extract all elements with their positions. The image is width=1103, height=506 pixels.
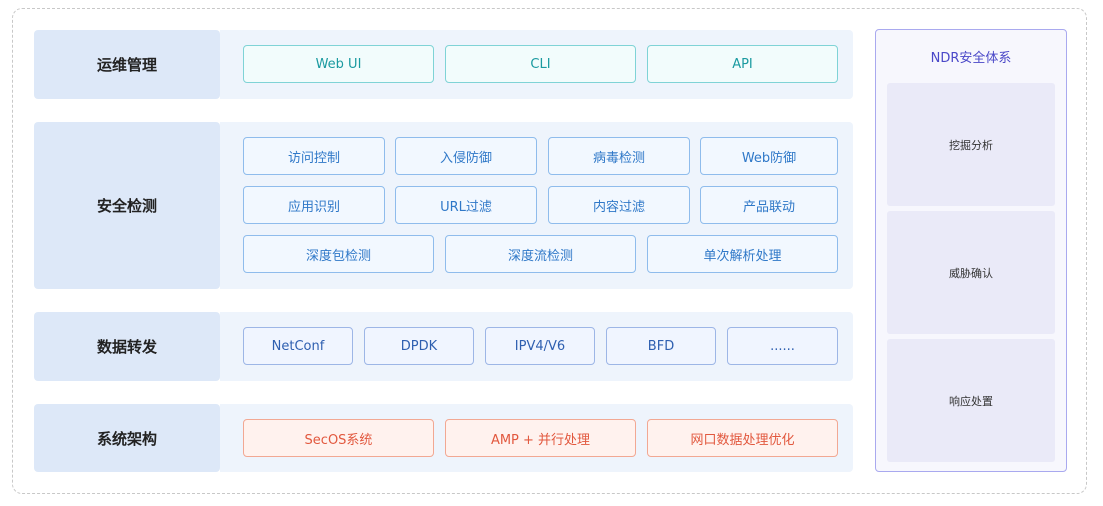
security-item: 产品联动: [700, 186, 838, 224]
layer-label-data: 数据转发: [34, 312, 220, 381]
ndr-panel: NDR安全体系 挖掘分析 威胁确认 响应处置: [875, 29, 1067, 472]
ndr-title: NDR安全体系: [930, 51, 1012, 66]
security-item: URL过滤: [395, 186, 537, 224]
system-item: AMP + 并行处理: [445, 419, 636, 457]
system-item: 网口数据处理优化: [647, 419, 838, 457]
ops-item-webui: Web UI: [243, 45, 434, 83]
ndr-item-confirm: 威胁确认: [887, 211, 1055, 334]
layer-body-data: NetConf DPDK IPV4/V6 BFD ......: [220, 312, 853, 381]
ops-item-api: API: [647, 45, 838, 83]
layer-label-system: 系统架构: [34, 404, 220, 472]
ops-item-cli: CLI: [445, 45, 636, 83]
security-item: 单次解析处理: [647, 235, 838, 273]
data-item: IPV4/V6: [485, 327, 595, 365]
security-item: Web防御: [700, 137, 838, 175]
security-item: 内容过滤: [548, 186, 690, 224]
ndr-item-analysis: 挖掘分析: [887, 83, 1055, 206]
security-item: 病毒检测: [548, 137, 690, 175]
layer-body-ops: Web UI CLI API: [220, 30, 853, 99]
layer-label-ops: 运维管理: [34, 30, 220, 99]
data-item-more: ......: [727, 327, 838, 365]
data-item: NetConf: [243, 327, 353, 365]
security-item: 入侵防御: [395, 137, 537, 175]
ndr-item-response: 响应处置: [887, 339, 1055, 462]
diagram-frame: [12, 8, 1087, 494]
data-item: DPDK: [364, 327, 474, 365]
security-item: 深度包检测: [243, 235, 434, 273]
layer-body-security: 访问控制 入侵防御 病毒检测 Web防御 应用识别 URL过滤 内容过滤 产品联…: [220, 122, 853, 289]
security-item: 访问控制: [243, 137, 385, 175]
security-item: 深度流检测: [445, 235, 636, 273]
security-item: 应用识别: [243, 186, 385, 224]
data-item: BFD: [606, 327, 716, 365]
layer-body-system: SecOS系统 AMP + 并行处理 网口数据处理优化: [220, 404, 853, 472]
layer-label-security: 安全检测: [34, 122, 220, 289]
system-item: SecOS系统: [243, 419, 434, 457]
